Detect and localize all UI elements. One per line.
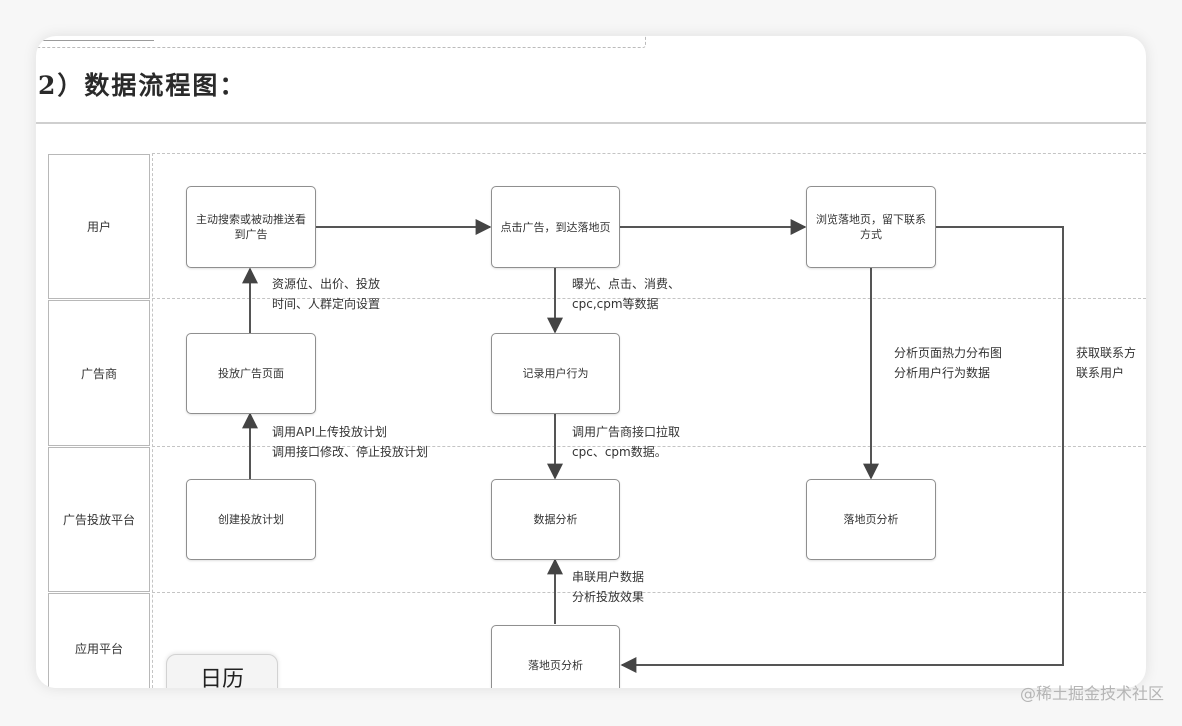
arrow-browse-to-applanding (620, 226, 1064, 673)
lane-area-top-border (152, 153, 1146, 154)
cropped-dashed-box (36, 36, 646, 48)
node-user-browse: 浏览落地页，留下联系方式 (806, 186, 936, 268)
section-heading: 2）数据流程图： (38, 71, 247, 100)
cropped-line (36, 36, 154, 41)
edge-label-placement-settings: 资源位、出价、投放 时间、人群定向设置 (272, 277, 381, 311)
lane-separator-3 (152, 592, 1146, 593)
flow-arrows (242, 219, 1064, 673)
edge-label-user-data: 串联用户数据 分析投放效果 (572, 570, 645, 604)
lane-label-ad-platform: 广告投放平台 (48, 447, 150, 592)
edge-label-api-calls: 调用API上传投放计划 调用接口修改、停止投放计划 (272, 425, 429, 459)
lane-area-left-border (152, 153, 153, 688)
node-platform-create: 创建投放计划 (186, 479, 316, 560)
node-advertiser-record: 记录用户行为 (491, 333, 620, 414)
lane-separator-2 (152, 446, 1146, 447)
watermark: @稀土掘金技术社区 (1019, 684, 1164, 703)
calendar-tab[interactable]: 日历 (166, 654, 278, 688)
edge-label-contacts: 获取联系方 联系用户 (1076, 346, 1137, 380)
node-app-landing: 落地页分析 (491, 625, 620, 688)
edge-label-heatmap: 分析页面热力分布图 分析用户行为数据 (894, 346, 1003, 380)
node-advertiser-place: 投放广告页面 (186, 333, 316, 414)
lane-label-user: 用户 (48, 154, 150, 299)
lane-label-advertiser: 广告商 (48, 300, 150, 446)
lane-separator-1 (152, 298, 1146, 299)
edge-label-metrics: 曝光、点击、消费、 cpc,cpm等数据 (572, 277, 681, 311)
node-platform-analyze: 数据分析 (491, 479, 620, 560)
heading-divider (36, 122, 1146, 124)
lane-label-app-platform: 应用平台 (48, 593, 150, 688)
node-user-search: 主动搜索或被动推送看到广告 (186, 186, 316, 268)
edge-label-pull-data: 调用广告商接口拉取 cpc、cpm数据。 (572, 425, 681, 459)
document-card: 2）数据流程图： 用户 广告商 广告投放平台 应用平台 (36, 36, 1146, 688)
node-user-click: 点击广告，到达落地页 (491, 186, 620, 268)
node-platform-landing: 落地页分析 (806, 479, 936, 560)
